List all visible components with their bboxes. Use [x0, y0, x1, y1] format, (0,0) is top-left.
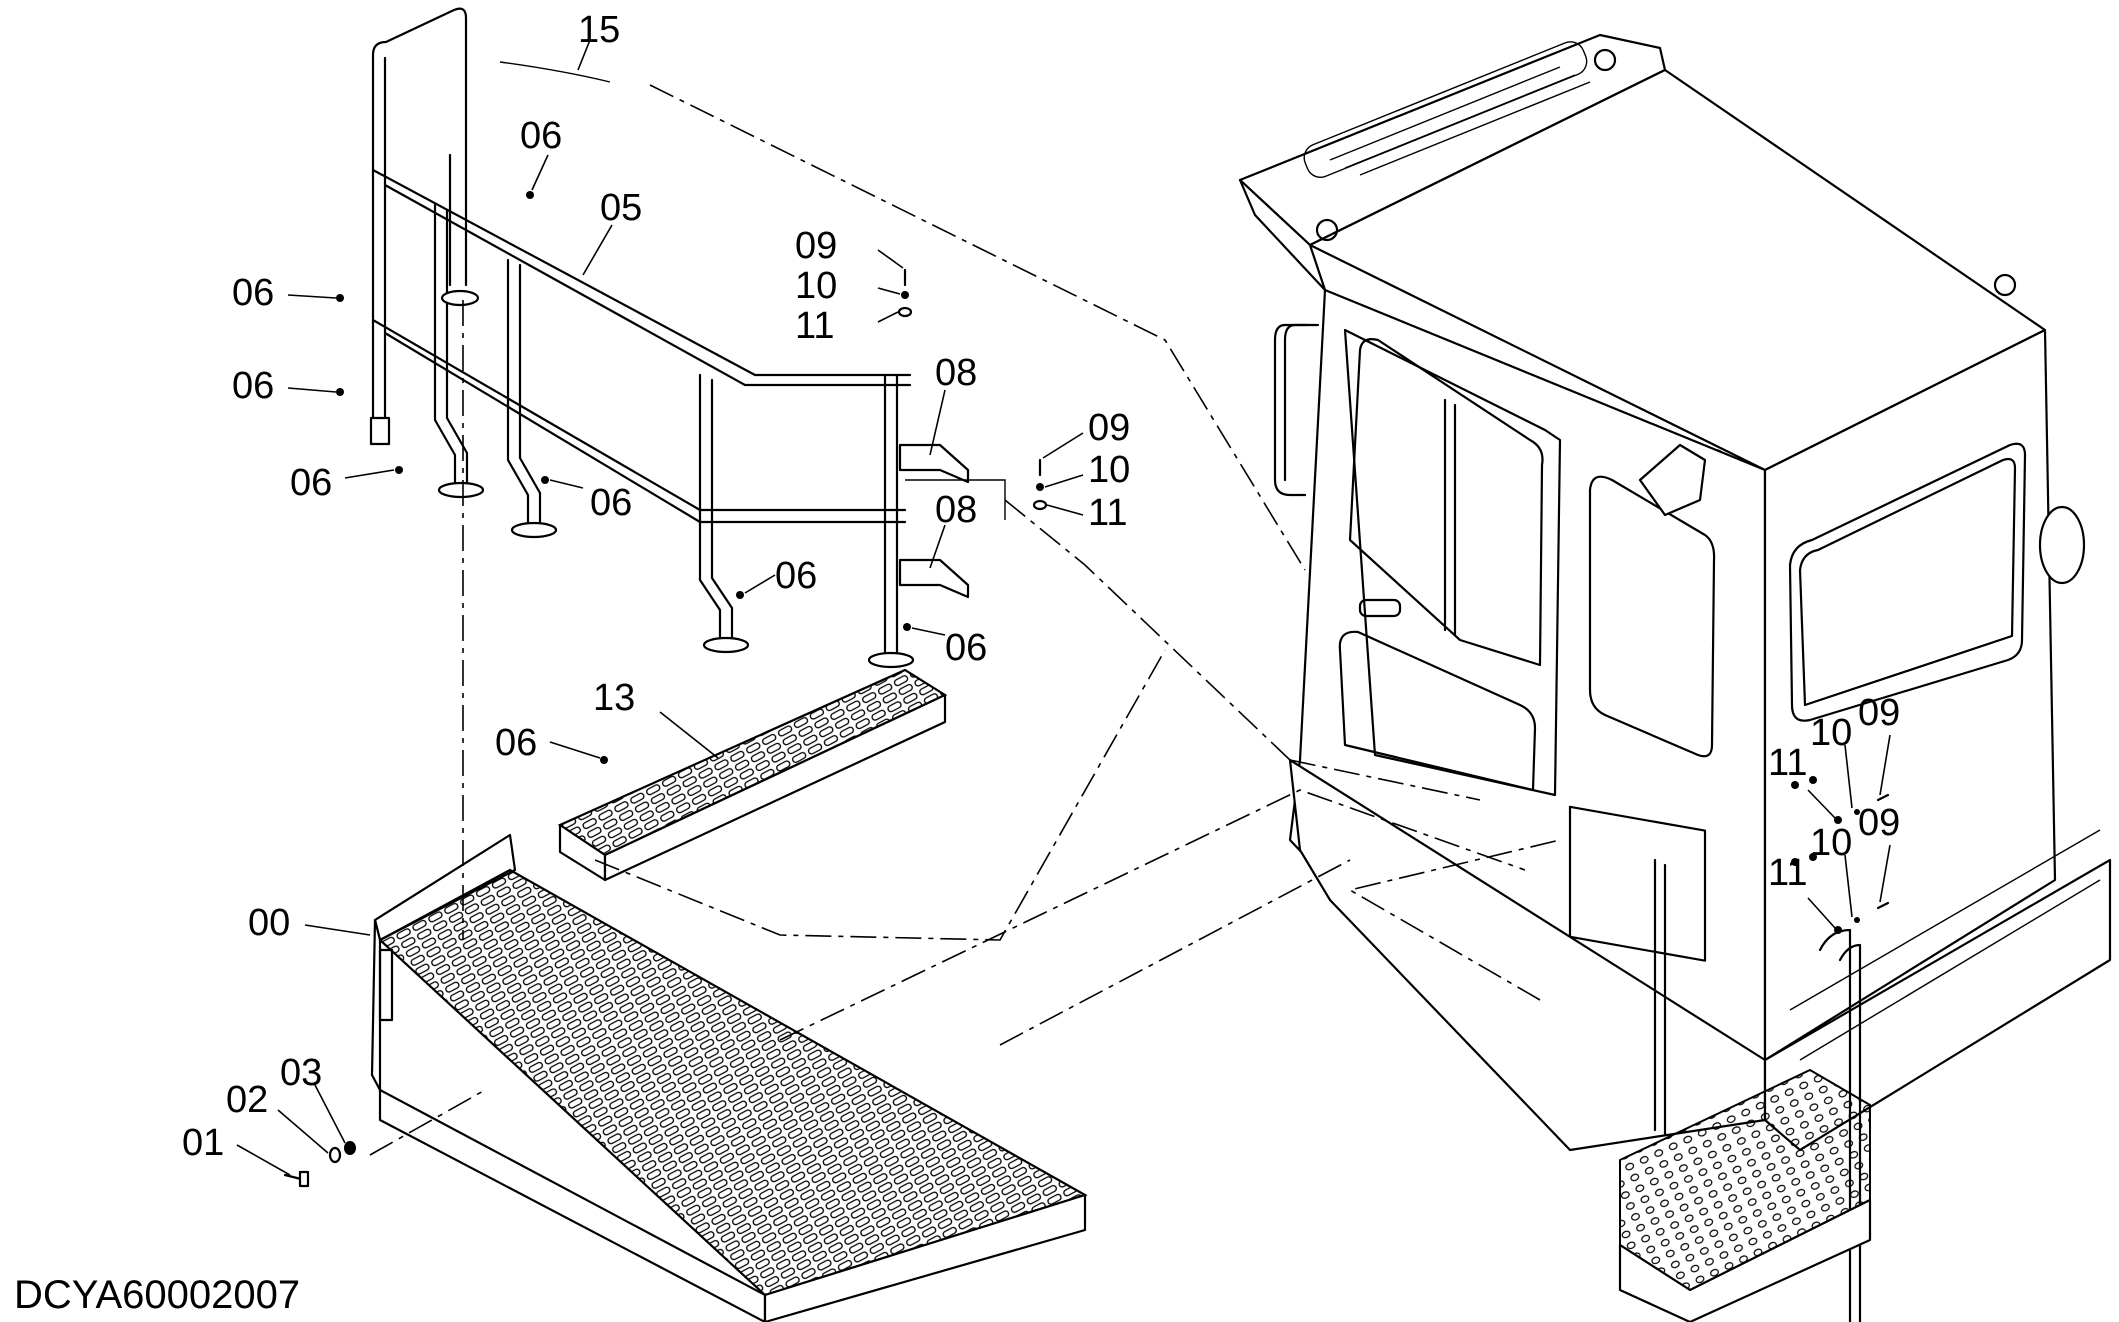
callout-15: 15	[578, 9, 620, 51]
callout-11: 11	[1768, 852, 1807, 894]
callout-01: 01	[182, 1122, 224, 1164]
callout-03: 03	[280, 1052, 322, 1094]
callout-00: 00	[248, 902, 290, 944]
callout-10: 10	[795, 265, 837, 307]
callout-09: 09	[1088, 407, 1130, 449]
callout-10: 10	[1810, 822, 1852, 864]
operator-cab	[1238, 33, 2112, 1322]
callout-06: 06	[590, 482, 632, 524]
callout-06: 06	[290, 462, 332, 504]
handrail-assembly	[369, 7, 970, 669]
callout-09: 09	[1858, 802, 1900, 844]
callout-09: 09	[1858, 692, 1900, 734]
step-grating-13	[557, 668, 948, 882]
callout-06: 06	[232, 272, 274, 314]
callout-13: 13	[593, 677, 635, 719]
leader-lines	[236, 39, 1891, 1176]
callout-02: 02	[226, 1079, 268, 1121]
rail-posts	[433, 153, 915, 669]
callout-labels: 15 06 05 06 06 06 06 06 06 06 13 00 01 0…	[182, 9, 1900, 1164]
platform-grating-00	[370, 833, 1088, 1322]
callout-09: 09	[795, 225, 837, 267]
drawing-number: DCYA60002007	[14, 1273, 300, 1317]
callout-11: 11	[1768, 742, 1807, 784]
fasteners	[283, 191, 1890, 1188]
callout-06: 06	[495, 722, 537, 764]
callout-06: 06	[232, 365, 274, 407]
callout-08: 08	[935, 489, 977, 531]
callout-10: 10	[1810, 712, 1852, 754]
assembly-phantom-lines	[369, 84, 1561, 1156]
callout-08: 08	[935, 352, 977, 394]
callout-05: 05	[600, 187, 642, 229]
cab-side-step	[1618, 858, 1872, 1322]
callout-10: 10	[1088, 449, 1130, 491]
callout-06: 06	[520, 115, 562, 157]
callout-11: 11	[1088, 492, 1127, 534]
roof-vent-grille	[1303, 41, 1591, 178]
callout-11: 11	[795, 305, 834, 347]
callout-06: 06	[775, 555, 817, 597]
callout-06: 06	[945, 627, 987, 669]
